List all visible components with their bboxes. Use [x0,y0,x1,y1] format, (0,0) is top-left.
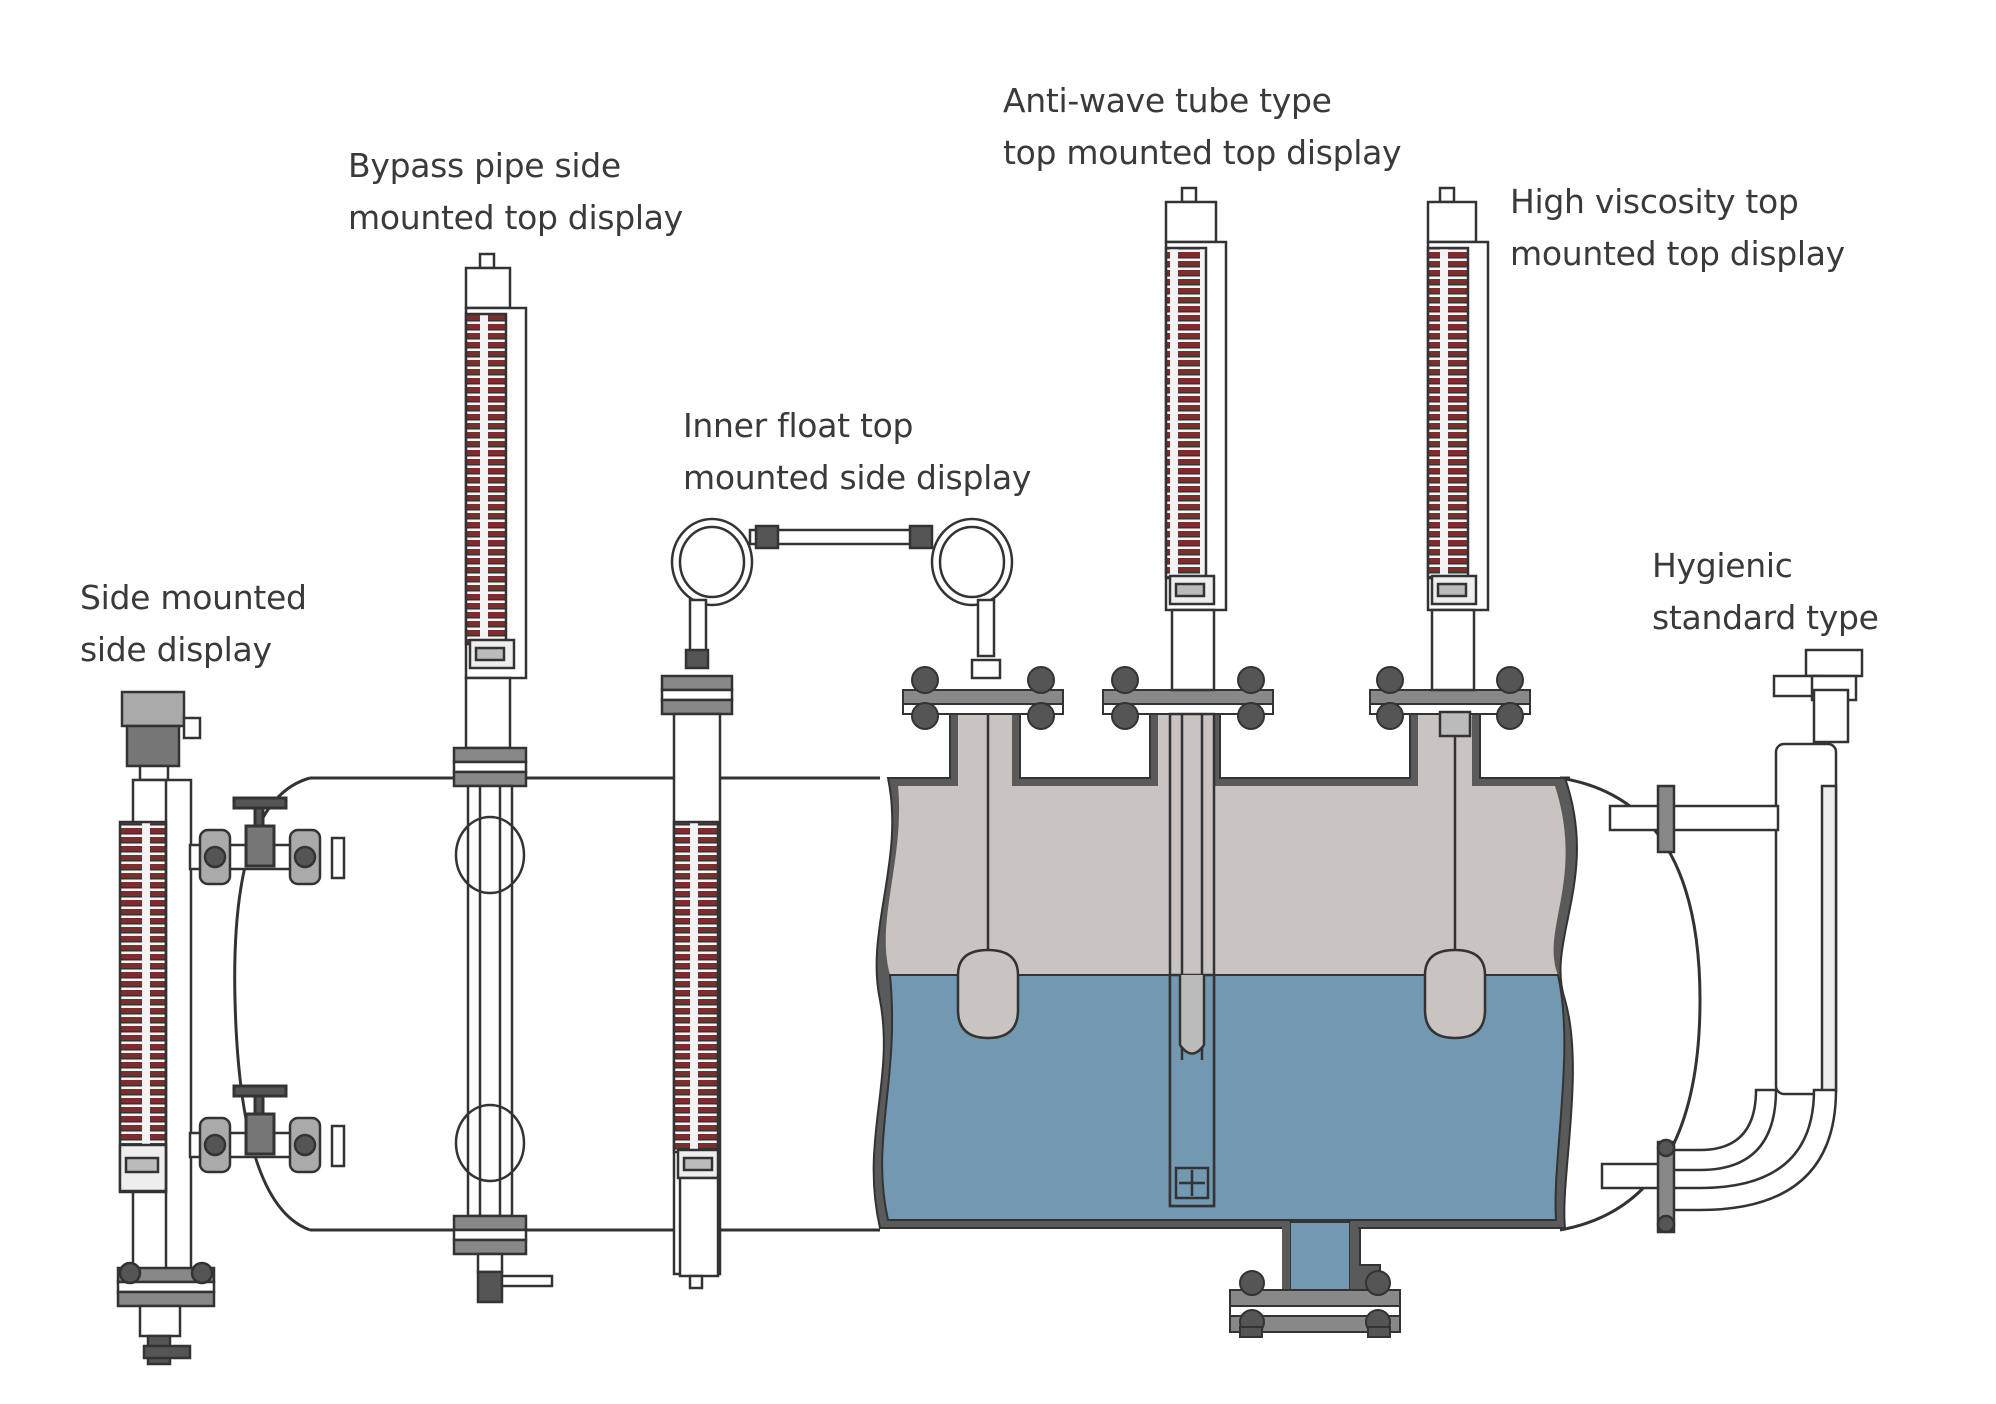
label-bypass-pipe: Bypass pipe side mounted top display [348,140,683,244]
anti-wave-tube [1168,712,1216,1208]
label-line: mounted top display [1510,234,1845,273]
float-ball-icon [956,710,1487,1040]
label-line: Bypass pipe side [348,146,621,185]
label-line: High viscosity top [1510,182,1799,221]
high-viscosity-top-indicator [1426,186,1490,692]
valve-handwheel-icon [232,796,288,1156]
bypass-pipe-gauge [452,252,554,1304]
side-mounted-gauge [116,690,346,1366]
bottom-drain-flange [1229,1270,1401,1338]
label-hygienic: Hygienic standard type [1652,540,1879,644]
label-line: Anti-wave tube type [1003,81,1332,120]
label-line: Hygienic [1652,546,1793,585]
label-line: mounted side display [683,458,1032,497]
label-inner-float: Inner float top mounted side display [683,400,1031,504]
tank-cutaway-section [872,699,1578,1323]
label-anti-wave: Anti-wave tube type top mounted top disp… [1003,75,1402,179]
label-high-viscosity: High viscosity top mounted top display [1510,176,1845,280]
label-line: mounted top display [348,198,683,237]
label-line: Side mounted [80,578,307,617]
top-nozzle-flanges [902,666,1531,730]
inner-float-gauge [660,517,1014,1290]
label-side-mounted: Side mounted side display [80,572,307,676]
hygienic-gauge [1600,648,1864,1234]
anti-wave-top-indicator [1164,186,1228,692]
label-line: side display [80,630,272,669]
label-line: Inner float top [683,406,914,445]
label-line: top mounted top display [1003,133,1402,172]
label-line: standard type [1652,598,1879,637]
